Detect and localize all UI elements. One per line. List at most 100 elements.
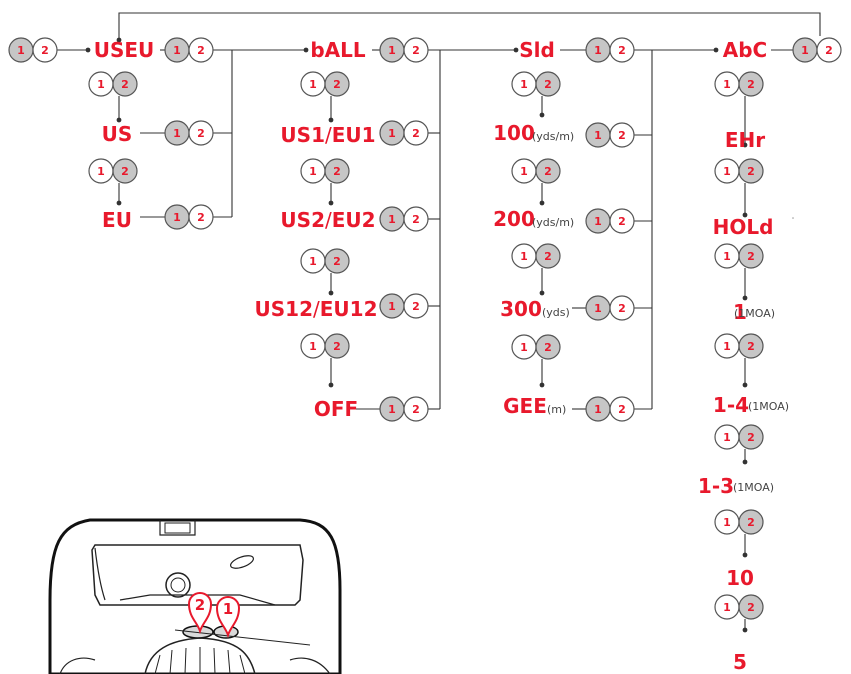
connector-dot (742, 627, 748, 633)
button-one-icon: 1 (585, 122, 611, 148)
button-two-icon: 2 (32, 37, 58, 63)
button-two-icon: 2 (738, 333, 764, 359)
svg-text:2: 2 (197, 127, 205, 140)
device-marker-2: 2 (187, 592, 213, 635)
unit-label: (1MOA) (748, 400, 789, 413)
svg-text:1: 1 (594, 129, 602, 142)
button-one-icon: 1 (714, 594, 740, 620)
svg-text:2: 2 (121, 78, 129, 91)
svg-text:1: 1 (594, 215, 602, 228)
svg-text:2: 2 (41, 44, 49, 57)
menu-item-5: 5 (733, 650, 747, 674)
button-two-icon: 2 (535, 158, 561, 184)
stray-mark (792, 217, 794, 219)
svg-text:1: 1 (309, 255, 317, 268)
svg-text:1: 1 (97, 78, 105, 91)
connector-dot (742, 459, 748, 465)
svg-text:2: 2 (333, 78, 341, 91)
svg-text:1: 1 (388, 213, 396, 226)
svg-text:1: 1 (520, 250, 528, 263)
connector-dot (328, 117, 334, 123)
connector-dot (116, 200, 122, 206)
unit-label: (yds/m) (532, 130, 574, 143)
svg-text:1: 1 (173, 211, 181, 224)
svg-text:1: 1 (388, 44, 396, 57)
button-one-icon: 1 (714, 509, 740, 535)
svg-text:2: 2 (197, 44, 205, 57)
connector-dot (539, 112, 545, 118)
unit-label: (1MOA) (733, 481, 774, 494)
svg-text:2: 2 (747, 516, 755, 529)
button-two-icon: 2 (816, 37, 842, 63)
connector-dot (539, 290, 545, 296)
menu-item-gee: GEE (503, 394, 547, 418)
menu-item-300: 300 (500, 297, 542, 321)
connector-dot (116, 117, 122, 123)
button-two-icon: 2 (188, 120, 214, 146)
menu-item-hold: HOLd (713, 215, 774, 239)
svg-text:1: 1 (594, 403, 602, 416)
svg-text:1: 1 (309, 165, 317, 178)
button-one-icon: 1 (379, 206, 405, 232)
button-one-icon: 1 (379, 120, 405, 146)
svg-text:2: 2 (544, 78, 552, 91)
menu-title-ball: bALL (310, 38, 366, 62)
button-one-icon: 1 (714, 424, 740, 450)
device-marker-1: 1 (215, 596, 241, 639)
svg-text:1: 1 (520, 78, 528, 91)
svg-text:2: 2 (544, 250, 552, 263)
svg-text:1: 1 (309, 340, 317, 353)
svg-text:1: 1 (388, 403, 396, 416)
svg-text:2: 2 (825, 44, 833, 57)
connector-dot (713, 47, 719, 53)
connector-dot (742, 295, 748, 301)
connector-dot (85, 47, 91, 53)
button-one-icon: 1 (379, 293, 405, 319)
svg-text:2: 2 (197, 211, 205, 224)
svg-text:2: 2 (618, 129, 626, 142)
unit-label: (yds/m) (532, 216, 574, 229)
menu-item-us2-eu2: US2/EU2 (280, 208, 375, 232)
menu-title-useu: USEU (94, 38, 155, 62)
button-one-icon: 1 (585, 37, 611, 63)
menu-item-200: 200 (493, 207, 535, 231)
menu-item-1: 1 (733, 300, 747, 324)
svg-text:1: 1 (97, 165, 105, 178)
svg-text:1: 1 (520, 341, 528, 354)
svg-text:2: 2 (333, 165, 341, 178)
connector-dot (328, 290, 334, 296)
svg-text:1: 1 (594, 44, 602, 57)
unit-label: (1MOA) (734, 307, 775, 320)
button-one-icon: 1 (88, 158, 114, 184)
connector-dot (328, 200, 334, 206)
svg-text:2: 2 (618, 215, 626, 228)
button-two-icon: 2 (738, 509, 764, 535)
connector-lines (57, 12, 821, 633)
svg-text:1: 1 (17, 44, 25, 57)
svg-text:1: 1 (173, 127, 181, 140)
button-one-icon: 1 (511, 334, 537, 360)
button-two-icon: 2 (738, 243, 764, 269)
svg-text:1: 1 (388, 127, 396, 140)
button-one-icon: 1 (379, 396, 405, 422)
svg-text:2: 2 (747, 165, 755, 178)
svg-text:2: 2 (747, 431, 755, 444)
menu-labels: USEUUSEUbALLUS1/EU1US2/EU2US12/EU12OFFSl… (94, 38, 789, 674)
button-one-icon: 1 (714, 333, 740, 359)
button-two-icon: 2 (738, 158, 764, 184)
button-two-icon: 2 (403, 396, 429, 422)
svg-text:2: 2 (412, 403, 420, 416)
button-one-icon: 1 (8, 37, 34, 63)
button-two-icon: 2 (403, 120, 429, 146)
menu-item-eu: EU (102, 208, 132, 232)
svg-text:1: 1 (173, 44, 181, 57)
svg-text:1: 1 (223, 600, 233, 618)
button-one-icon: 1 (164, 37, 190, 63)
svg-text:2: 2 (747, 250, 755, 263)
svg-text:2: 2 (412, 300, 420, 313)
menu-item-1-3: 1-3 (698, 474, 734, 498)
button-two-icon: 2 (403, 293, 429, 319)
svg-text:2: 2 (333, 255, 341, 268)
feedback-loop-line (118, 12, 821, 40)
